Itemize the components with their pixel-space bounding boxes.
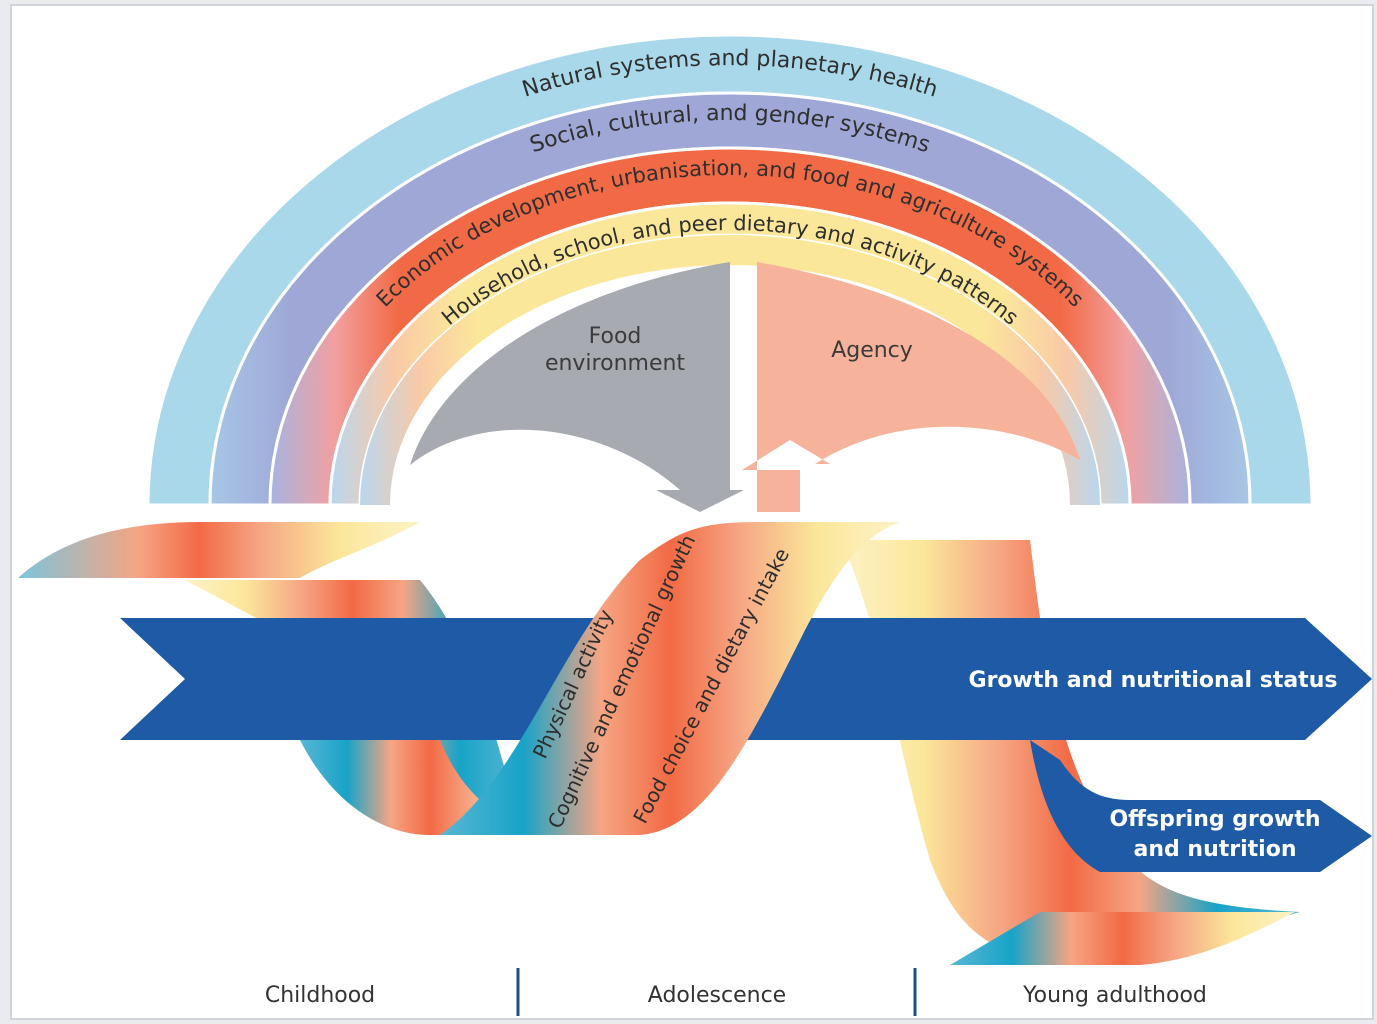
stage-label-adolescence: Adolescence — [648, 983, 786, 1008]
growth-status-label: Growth and nutritional status — [969, 668, 1338, 693]
agency-arrow — [742, 262, 1080, 470]
ribbon-childhood-loop — [300, 740, 560, 835]
offspring-label-line2: and nutrition — [1134, 837, 1297, 862]
food-environment-arrow — [410, 262, 744, 512]
food-environment-label-line2: environment — [545, 351, 685, 376]
food-environment-label-line1: Food — [589, 324, 642, 349]
life-stage-axis: Childhood Adolescence Young adulthood — [265, 968, 1207, 1016]
stage-label-childhood: Childhood — [265, 983, 375, 1008]
ribbon-top-left — [18, 522, 420, 578]
offspring-arrow — [1030, 740, 1372, 872]
stage-label-young-adulthood: Young adulthood — [1022, 983, 1207, 1008]
agency-arrow-stem — [757, 470, 800, 512]
ribbon-bottom-right — [950, 912, 1295, 965]
ribbon-adolescence-rise — [440, 522, 900, 835]
offspring-label-line1: Offspring growth — [1109, 807, 1320, 832]
ribbon-young-adult-fold — [840, 540, 1300, 965]
arc-household-patterns-inner — [360, 235, 1100, 505]
agency-label: Agency — [831, 338, 913, 363]
ribbon-front: Physical activity Cognitive and emotiona… — [440, 522, 900, 835]
influence-arrows: Food environment Agency — [410, 262, 1080, 512]
